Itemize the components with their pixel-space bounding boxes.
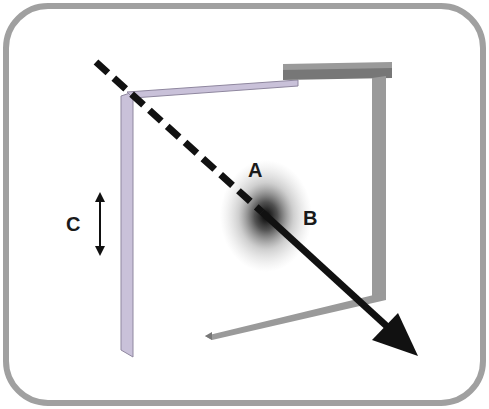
left-post bbox=[121, 92, 133, 357]
bracket-top-face bbox=[283, 62, 392, 70]
movement-arrowhead-up bbox=[95, 192, 105, 202]
movement-arrow bbox=[99, 200, 101, 248]
bracket-post bbox=[372, 76, 386, 300]
part-label: A bbox=[248, 160, 262, 180]
part-label: B bbox=[303, 208, 317, 228]
beam-dashed bbox=[96, 62, 262, 212]
beam-solid bbox=[262, 212, 392, 331]
bracket-end bbox=[205, 332, 212, 340]
part-label: C bbox=[66, 214, 80, 234]
movement-arrowhead-down bbox=[95, 246, 105, 256]
beam-arrowhead bbox=[372, 313, 418, 356]
frame bbox=[6, 6, 483, 403]
top-bar bbox=[127, 80, 298, 98]
